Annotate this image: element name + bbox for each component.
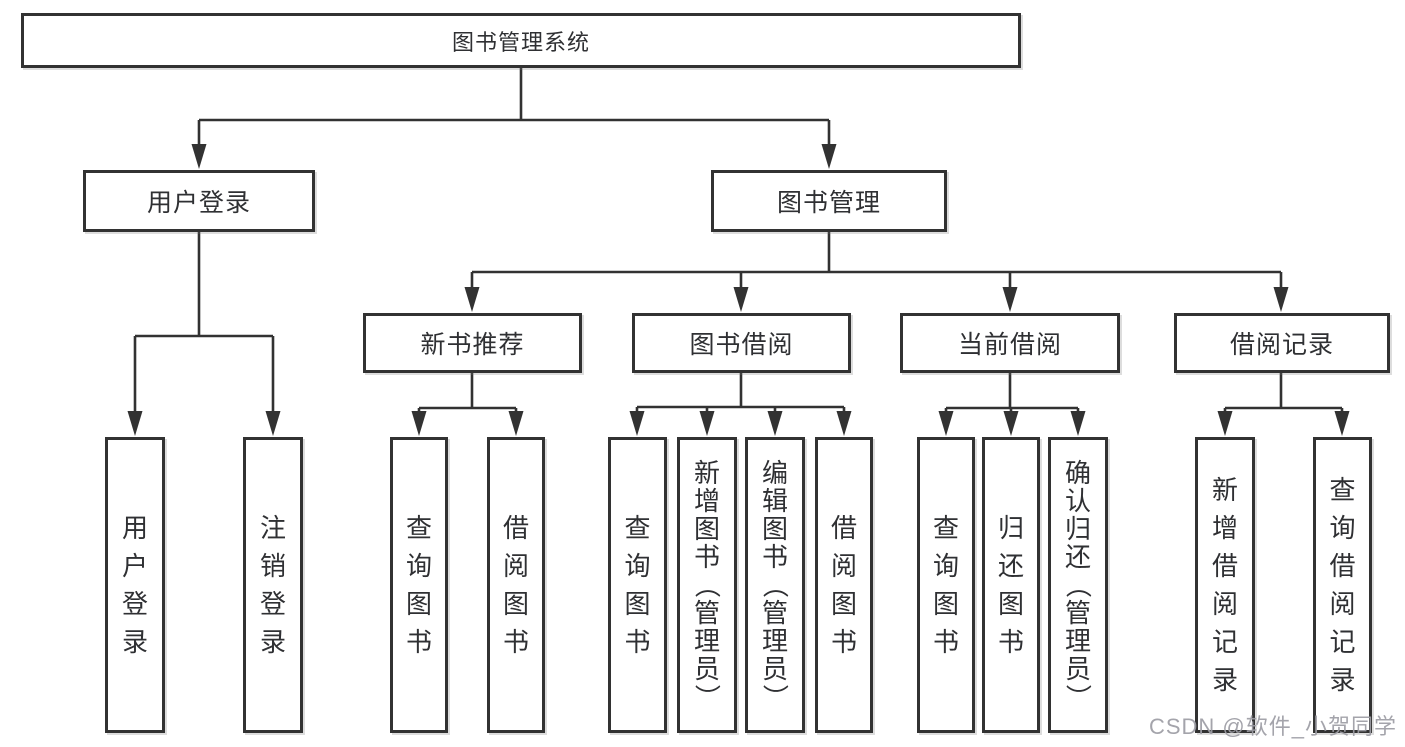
leaf-logout-login: 注销登录 bbox=[243, 437, 303, 733]
node-label: 图书管理 bbox=[776, 189, 881, 217]
leaf-return-books: 归还图书 bbox=[982, 437, 1040, 733]
node-label: 借阅图书 bbox=[502, 513, 529, 657]
arrow-icon bbox=[1334, 411, 1350, 436]
node-label: 查询借阅记录 bbox=[1329, 475, 1356, 695]
node-label: 借阅记录 bbox=[1229, 331, 1334, 359]
node-label: 新增图书（管理员） bbox=[691, 458, 722, 711]
node-book-borrowing: 图书借阅 bbox=[632, 313, 851, 373]
arrow-icon bbox=[1003, 411, 1019, 436]
arrow-icon bbox=[411, 411, 427, 436]
arrow-icon bbox=[733, 287, 749, 312]
node-label: 图书借阅 bbox=[689, 331, 794, 359]
leaf-user-login: 用户登录 bbox=[105, 437, 165, 733]
leaf-edit-book-admin: 编辑图书（管理员） bbox=[745, 437, 805, 733]
arrow-icon bbox=[629, 411, 645, 436]
leaf-query-books-current: 查询图书 bbox=[917, 437, 975, 733]
node-label: 借阅图书 bbox=[830, 513, 857, 657]
node-label: 查询图书 bbox=[405, 513, 432, 657]
arrow-icon bbox=[821, 144, 837, 169]
leaf-add-book-admin: 新增图书（管理员） bbox=[677, 437, 737, 733]
leaf-query-books-borrow: 查询图书 bbox=[608, 437, 667, 733]
arrow-icon bbox=[127, 411, 143, 436]
leaf-borrow-books: 借阅图书 bbox=[815, 437, 873, 733]
arrow-icon bbox=[1070, 411, 1086, 436]
arrow-icon bbox=[1273, 287, 1289, 312]
node-label: 用户登录 bbox=[121, 513, 148, 657]
arrow-icon bbox=[508, 411, 524, 436]
node-label: 新增借阅记录 bbox=[1211, 475, 1238, 695]
arrow-icon bbox=[699, 411, 715, 436]
csdn-watermark: CSDN @软件_小贺同学 bbox=[1148, 714, 1397, 739]
node-root-library-management-system: 图书管理系统 bbox=[21, 13, 1021, 68]
node-borrowing-records: 借阅记录 bbox=[1174, 313, 1390, 373]
node-user-login: 用户登录 bbox=[83, 170, 315, 232]
arrow-icon bbox=[464, 287, 480, 312]
arrowheads bbox=[127, 144, 1350, 436]
leaf-add-borrow-record: 新增借阅记录 bbox=[1195, 437, 1255, 733]
arrow-icon bbox=[767, 411, 783, 436]
arrow-icon bbox=[1002, 287, 1018, 312]
node-label: 归还图书 bbox=[997, 513, 1024, 657]
leaf-query-borrow-record: 查询借阅记录 bbox=[1313, 437, 1372, 733]
node-current-borrowing: 当前借阅 bbox=[900, 313, 1120, 373]
arrow-icon bbox=[265, 411, 281, 436]
arrow-icon bbox=[938, 411, 954, 436]
node-label: 查询图书 bbox=[624, 513, 651, 657]
node-label: 查询图书 bbox=[932, 513, 959, 657]
node-label: 编辑图书（管理员） bbox=[759, 458, 790, 711]
node-label: 当前借阅 bbox=[957, 331, 1062, 359]
arrow-icon bbox=[191, 144, 207, 169]
arrow-icon bbox=[836, 411, 852, 436]
node-label: 用户登录 bbox=[146, 189, 251, 217]
arrow-icon bbox=[1217, 411, 1233, 436]
leaf-borrow-books-recommend: 借阅图书 bbox=[487, 437, 545, 733]
leaf-query-books-recommend: 查询图书 bbox=[390, 437, 448, 733]
node-book-management: 图书管理 bbox=[711, 170, 947, 232]
node-new-book-recommend: 新书推荐 bbox=[363, 313, 582, 373]
node-label: 新书推荐 bbox=[420, 331, 525, 359]
leaf-confirm-return-admin: 确认归还（管理员） bbox=[1048, 437, 1108, 733]
node-label: 图书管理系统 bbox=[451, 29, 590, 55]
node-label: 注销登录 bbox=[259, 513, 286, 657]
node-label: 确认归还（管理员） bbox=[1062, 458, 1093, 711]
